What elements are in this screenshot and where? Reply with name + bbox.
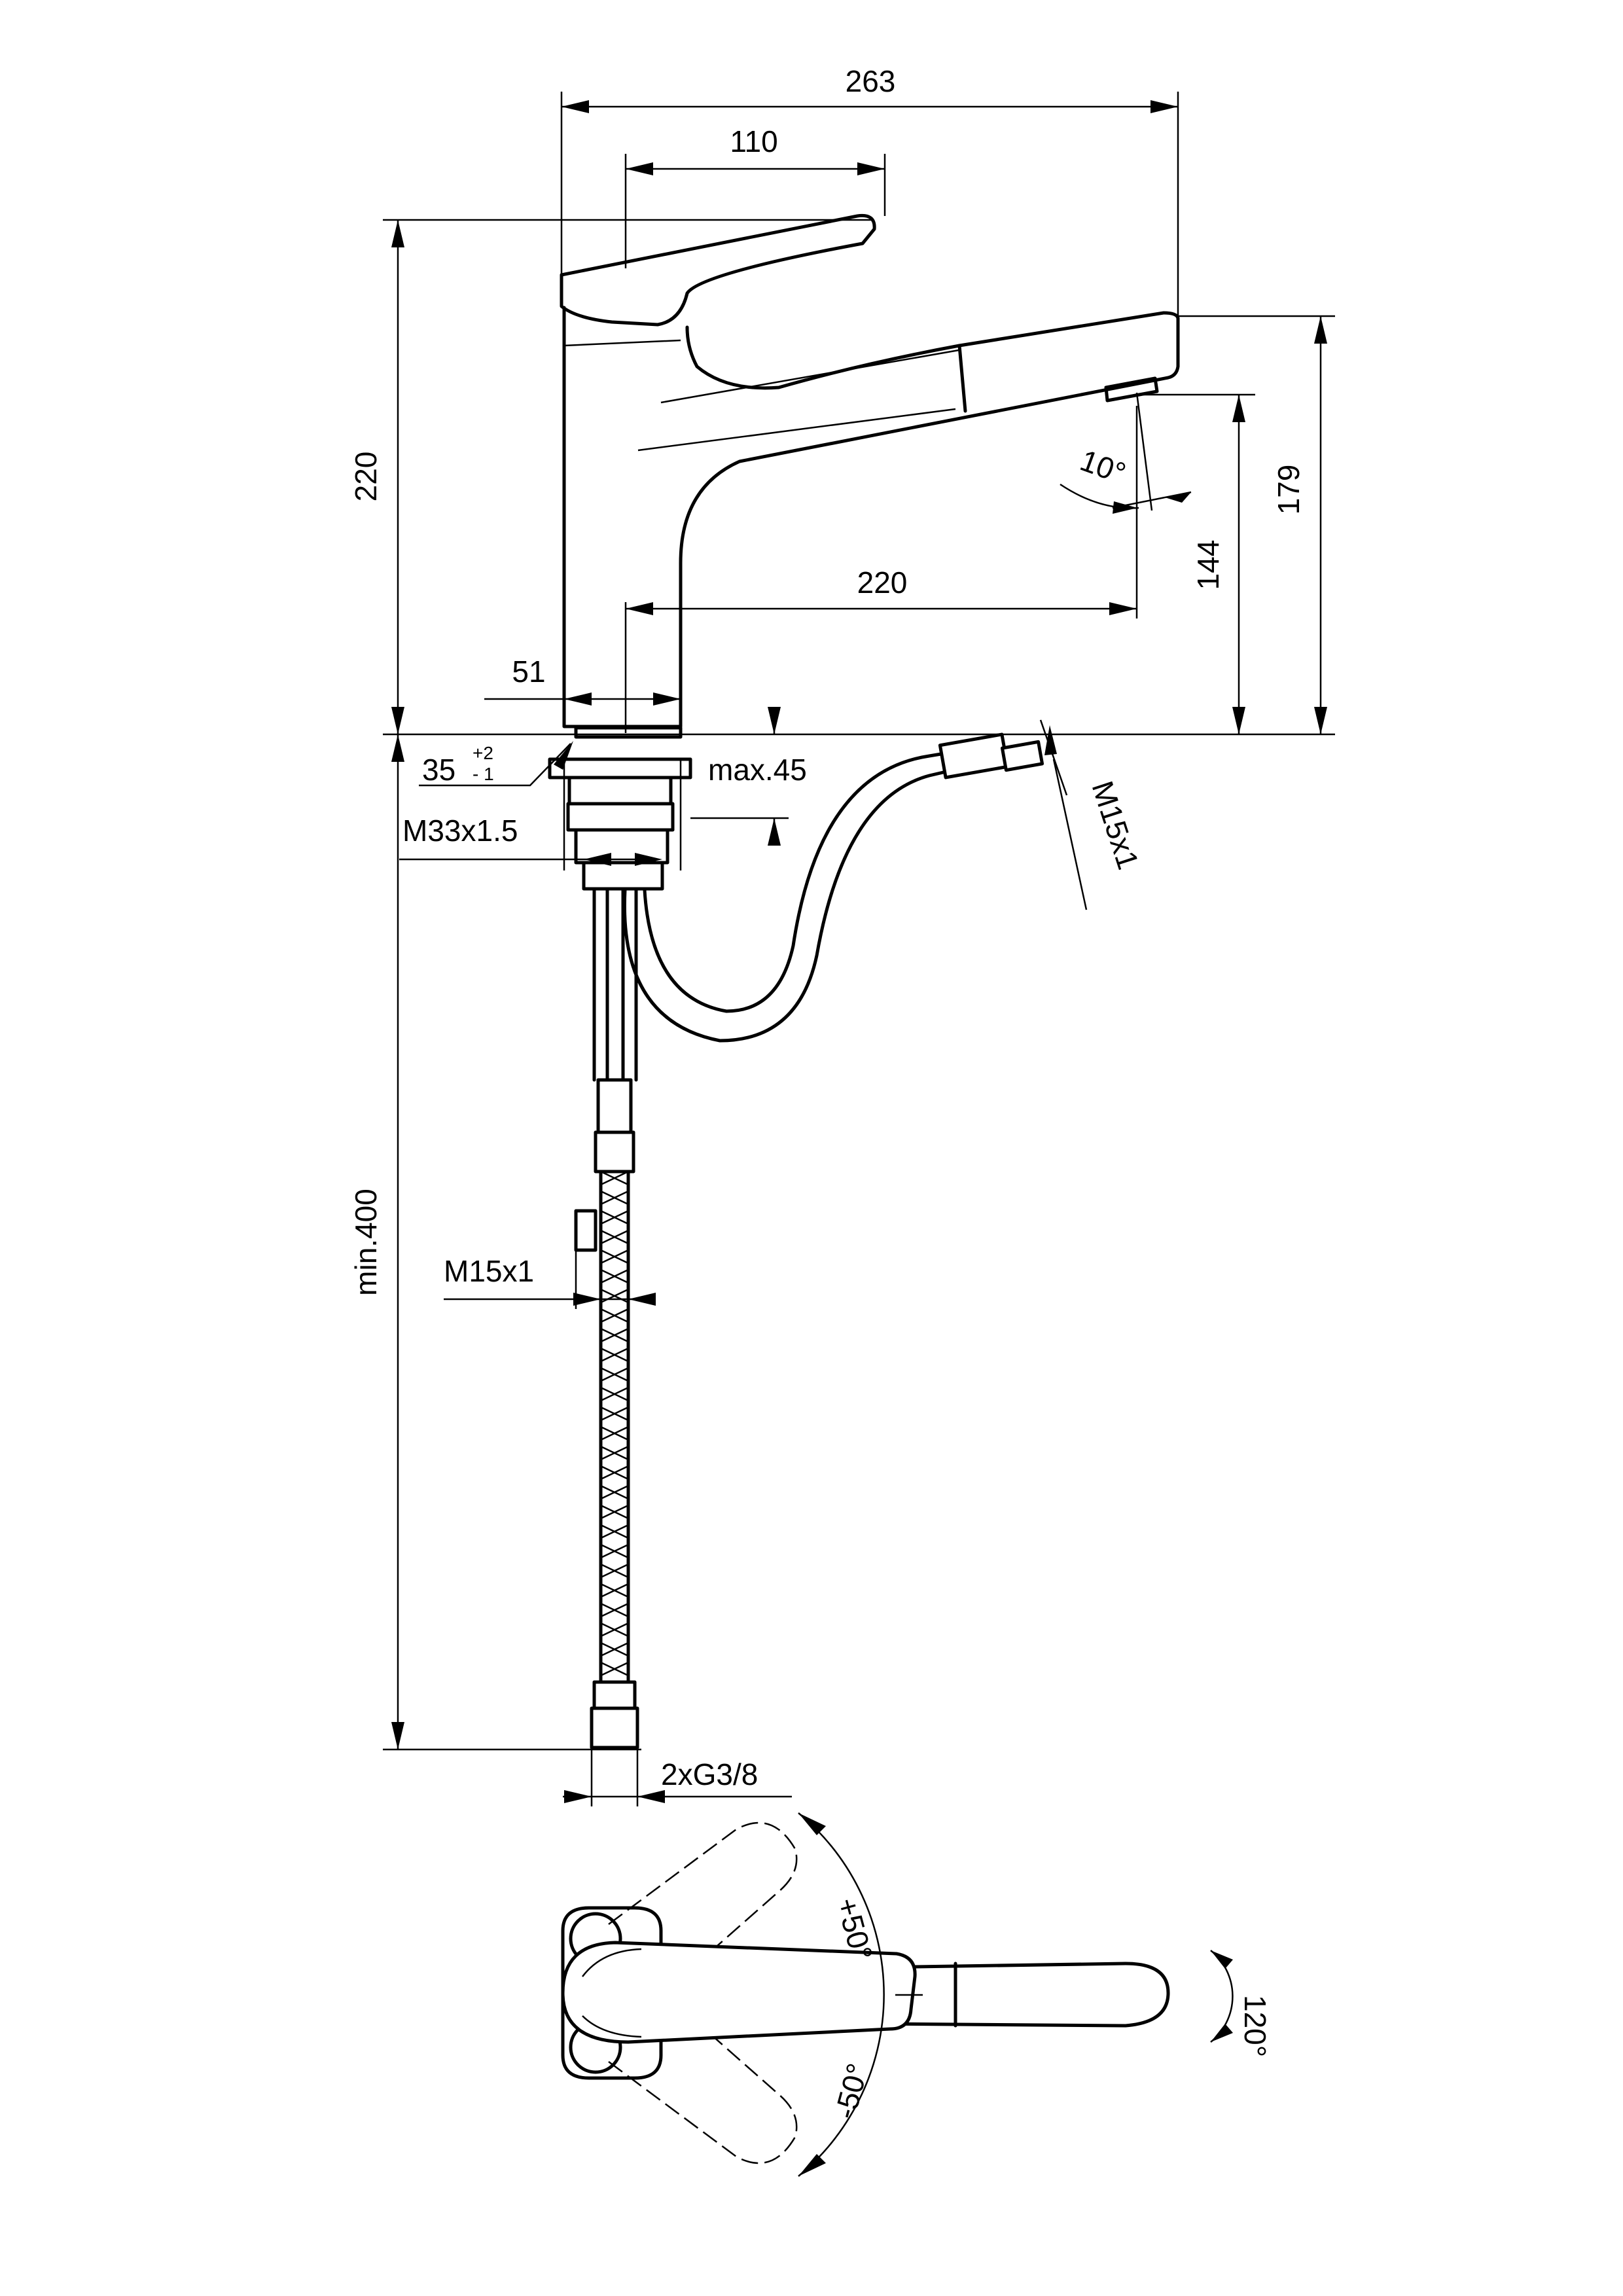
plan-handle-inner xyxy=(582,1948,642,2038)
mounting-assembly xyxy=(548,757,692,1082)
braid-pattern-cross xyxy=(600,1170,629,1677)
tap-base-plate xyxy=(574,726,683,739)
plan-view: +50° -50° 120° xyxy=(561,1812,1272,2177)
label-35: 35 xyxy=(422,753,455,787)
label-m15-right: M15x1 xyxy=(1085,777,1145,873)
spout-head-joint xyxy=(957,344,967,413)
label-m15-left: M15x1 xyxy=(444,1254,534,1288)
label-51: 51 xyxy=(512,655,545,689)
label-144: 144 xyxy=(1191,540,1225,590)
hose-inner xyxy=(643,751,951,1013)
label-max45: max.45 xyxy=(708,753,807,787)
plan-angle-arc xyxy=(798,1812,885,2177)
lever-handle xyxy=(560,213,876,327)
body-ring-line xyxy=(563,339,681,347)
label-min400: min.400 xyxy=(349,1189,383,1296)
label-10-degree: 10° xyxy=(1076,443,1130,491)
label-minus50: -50° xyxy=(827,2060,874,2122)
plan-base-plate xyxy=(561,1906,663,2080)
spout-line-upper xyxy=(660,349,959,404)
label-220-vertical: 220 xyxy=(349,452,383,502)
hose-upper-nut xyxy=(594,1130,635,1174)
mount-flange xyxy=(548,757,692,780)
flex-hoses xyxy=(574,1078,639,1749)
hose-connector-tip xyxy=(1000,740,1044,772)
label-179: 179 xyxy=(1272,465,1306,515)
dimension-lines xyxy=(383,92,1335,1806)
label-263: 263 xyxy=(846,64,896,98)
label-110: 110 xyxy=(730,124,777,158)
spout-line-lower xyxy=(637,408,956,452)
plan-lever-plus50 xyxy=(608,1821,798,1990)
plan-handle xyxy=(561,1941,917,2044)
hose-upper-fitting xyxy=(596,1078,633,1134)
leader-35 xyxy=(419,743,571,787)
mount-stud-upper xyxy=(567,776,673,806)
label-35-tol-lower: - 1 xyxy=(473,764,494,784)
label-g38: 2xG3/8 xyxy=(661,1757,758,1791)
hose-outer xyxy=(622,769,951,1043)
mount-stud-lower xyxy=(582,861,664,891)
dim-m15-right xyxy=(1052,759,1088,910)
ext-m15-right-a xyxy=(1039,719,1068,796)
hose-connector xyxy=(938,732,1010,780)
hose-lower-nut xyxy=(592,1680,637,1710)
tap-body xyxy=(562,306,1180,728)
plan-lever-minus50 xyxy=(608,1996,798,2164)
label-120: 120° xyxy=(1238,1995,1272,2057)
dimension-labels: 263 110 220 220 51 179 144 10° 35 +2 - 1… xyxy=(349,64,1306,1791)
angle-10-line xyxy=(1135,392,1153,511)
pull-out-hose xyxy=(622,732,1044,1043)
label-m33: M33x1.5 xyxy=(402,814,518,848)
label-35-tol-upper: +2 xyxy=(473,743,493,763)
mount-washer xyxy=(566,802,675,832)
spray-nozzle xyxy=(1104,376,1159,403)
hose-lower-fitting xyxy=(590,1706,639,1749)
hose-small-fitting xyxy=(574,1209,597,1252)
label-220-horizontal: 220 xyxy=(857,565,908,600)
